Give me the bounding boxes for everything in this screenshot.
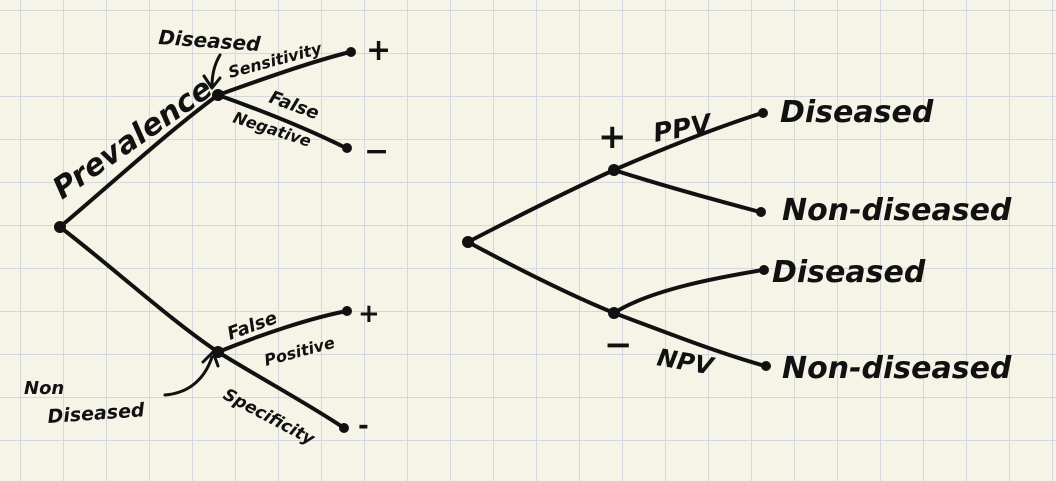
plus-node	[608, 164, 620, 176]
leaf3-node	[759, 265, 769, 275]
edge-root-to-diseased	[58, 93, 220, 229]
right-tree: + PPV − NPV Diseased Non-diseased Diseas…	[462, 95, 1012, 386]
edge-root-to-plus	[466, 168, 616, 244]
minus-sign-label: −	[604, 325, 633, 365]
edge-minus-to-non-diseased	[612, 311, 767, 368]
plus-sign-label: +	[598, 117, 627, 157]
minus-node	[608, 307, 620, 319]
ppv-label: PPV	[651, 109, 715, 149]
leaf4-non-diseased-label: Non-diseased	[782, 351, 1012, 386]
edge-plus-to-non-diseased	[612, 168, 762, 214]
non-label-line1: Non	[24, 378, 64, 399]
diseased-arrow	[210, 53, 222, 88]
minus-top-label: −	[364, 134, 389, 169]
diseased-arrow-head	[202, 74, 222, 90]
plus-bottom-label: +	[358, 299, 380, 329]
leaf-plus-top-node	[346, 47, 356, 57]
leaf-minus-top-node	[342, 143, 352, 153]
edge-plus-to-diseased	[612, 111, 764, 172]
specificity-label: Specificity	[220, 385, 319, 450]
diseased-label: Diseased	[158, 25, 262, 56]
left-tree: Prevalence Diseased Sensitivity False Ne…	[24, 25, 391, 450]
edge-non-diseased-to-minus	[216, 350, 346, 430]
leaf3-diseased-label: Diseased	[772, 255, 926, 290]
non-label-line2: Diseased	[47, 399, 146, 428]
false-negative-label-line1: False	[266, 87, 322, 124]
leaf1-diseased-label: Diseased	[780, 95, 934, 130]
non-diseased-node	[212, 346, 224, 358]
leaf-minus-bottom-node	[339, 423, 349, 433]
non-diseased-arrow	[163, 355, 214, 397]
leaf1-node	[758, 108, 768, 118]
leaf2-node	[756, 207, 766, 217]
edge-diseased-to-plus	[216, 50, 352, 97]
edge-minus-to-diseased	[612, 268, 765, 315]
right-root-node	[462, 236, 474, 248]
leaf4-node	[761, 361, 771, 371]
prevalence-label: Prevalence	[47, 71, 220, 206]
leaf2-non-diseased-label: Non-diseased	[782, 193, 1012, 228]
edge-root-to-non-diseased	[58, 225, 220, 354]
leaf-plus-bottom-node	[342, 306, 352, 316]
plus-top-label: +	[366, 33, 391, 68]
false-positive-label-line2: Positive	[262, 333, 337, 370]
root-node	[54, 221, 66, 233]
edge-diseased-to-minus	[216, 93, 348, 150]
minus-bottom-label: -	[358, 411, 369, 441]
diseased-node	[212, 89, 224, 101]
edge-non-diseased-to-plus	[216, 309, 349, 354]
edge-root-to-minus	[466, 240, 616, 315]
